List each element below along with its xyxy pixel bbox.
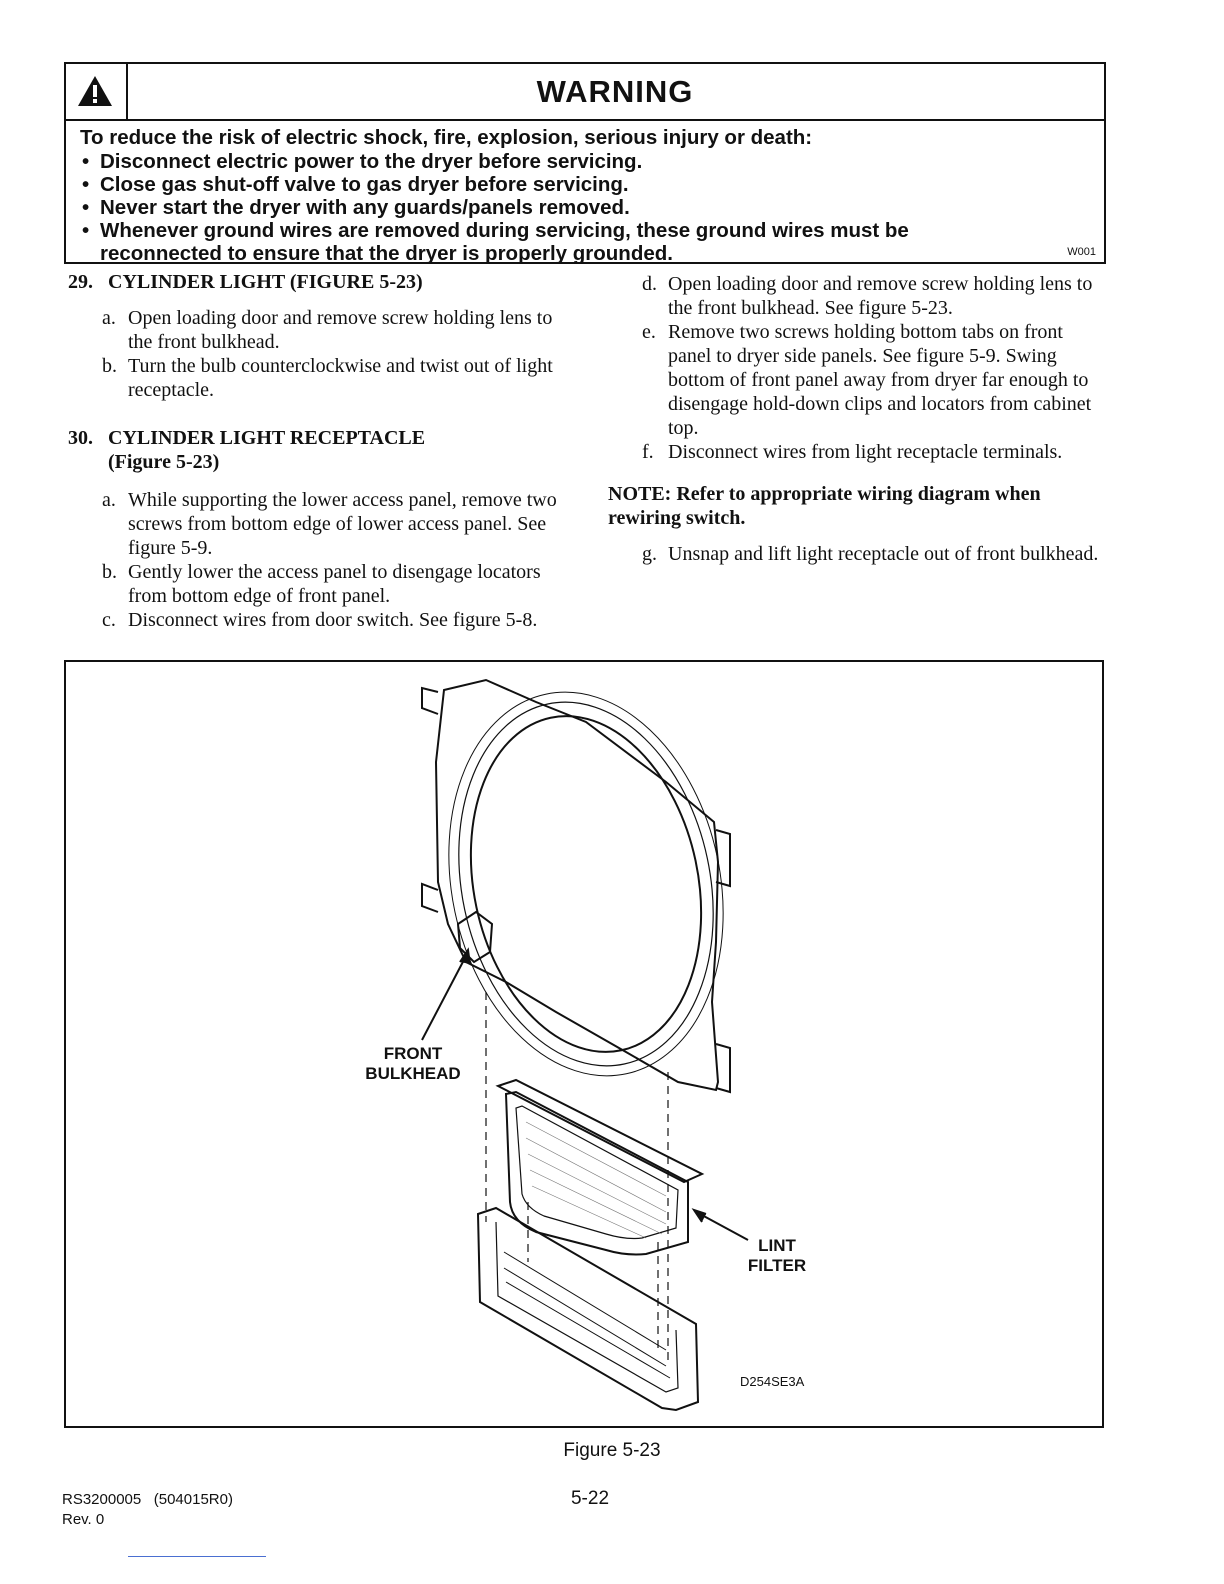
step-text: Disconnect wires from door switch. See f…: [128, 609, 538, 631]
warning-triangle-icon: [78, 76, 112, 106]
step-letter: a.: [102, 307, 116, 329]
right-column: d. Open loading door and remove screw hol…: [608, 272, 1108, 566]
revision: Rev. 0: [62, 1511, 105, 1528]
step-item: a. While supporting the lower access pane…: [68, 488, 568, 560]
section-title: CYLINDER LIGHT RECEPTACLE: [108, 427, 426, 449]
step-text: Gently lower the access panel to disenga…: [128, 561, 541, 607]
step-item: a. Open loading door and remove screw hol…: [68, 306, 568, 354]
section-30-steps-right: d. Open loading door and remove screw hol…: [608, 272, 1108, 464]
warning-item: Never start the dryer with any guards/pa…: [80, 196, 909, 219]
section-30-final-step: g. Unsnap and lift light receptacle out o…: [608, 542, 1108, 566]
lint-filter-label: LINT FILTER: [747, 1236, 807, 1275]
step-text: Remove two screws holding bottom tabs on…: [668, 321, 1092, 439]
step-item: d. Open loading door and remove screw hol…: [608, 272, 1108, 320]
front-bulkhead-label: FRONT BULKHEAD: [365, 1044, 461, 1083]
bulkhead-tab: [421, 686, 439, 715]
bulkhead-tab: [715, 829, 731, 888]
warning-item: Whenever ground wires are removed during…: [80, 219, 909, 265]
figure-caption: Figure 5-23: [563, 1440, 661, 1461]
page-number: 5-22: [570, 1488, 610, 1509]
footer-rule: [128, 1556, 266, 1557]
section-29-steps: a. Open loading door and remove screw hol…: [68, 306, 568, 402]
section-number: 30.: [68, 427, 93, 449]
bulkhead-opening: [469, 715, 703, 1053]
step-text: Unsnap and lift light receptacle out of …: [668, 543, 1099, 565]
step-letter: b.: [102, 355, 117, 377]
lower-access-panel: [476, 1206, 700, 1412]
step-letter: b.: [102, 561, 117, 583]
step-item: f. Disconnect wires from light receptacle…: [608, 440, 1108, 464]
step-letter: f.: [642, 441, 654, 463]
doc-number: RS3200005 (504015R0): [62, 1491, 233, 1508]
step-text: Open loading door and remove screw holdi…: [668, 273, 1093, 319]
step-item: b. Gently lower the access panel to disen…: [68, 560, 568, 608]
footer-doc-info: RS3200005 (504015R0) Rev. 0: [62, 1490, 233, 1530]
lint-leader: [699, 1213, 749, 1241]
warning-list: Disconnect electric power to the dryer b…: [80, 150, 909, 265]
warning-item: Close gas shut-off valve to gas dryer be…: [80, 173, 909, 196]
step-text: Open loading door and remove screw holdi…: [128, 307, 553, 353]
wiring-note: NOTE: Refer to appropriate wiring diagra…: [608, 483, 1041, 529]
bulkhead-frame: [434, 678, 720, 1092]
step-letter: e.: [642, 321, 656, 343]
left-column: 29. CYLINDER LIGHT (FIGURE 5-23) a. Open …: [68, 270, 568, 632]
warning-icon-cell: [66, 64, 128, 119]
warning-title: WARNING: [536, 74, 694, 109]
step-item: e. Remove two screws holding bottom tabs …: [608, 320, 1108, 440]
figure-box: FRONT BULKHEAD LINT FILTER D254SE3A: [64, 660, 1104, 1428]
step-letter: c.: [102, 609, 116, 631]
step-letter: d.: [642, 273, 657, 295]
warning-header: WARNING: [66, 64, 1104, 121]
section-title: CYLINDER LIGHT (FIGURE 5-23): [108, 271, 423, 293]
step-item: b. Turn the bulb counterclockwise and twi…: [68, 354, 568, 402]
warning-box: WARNING To reduce the risk of electric s…: [64, 62, 1106, 265]
bulkhead-tab: [421, 882, 439, 913]
step-text: While supporting the lower access panel,…: [128, 489, 557, 559]
section-subtitle: (Figure 5-23): [108, 451, 220, 473]
step-text: Turn the bulb counterclockwise and twist…: [128, 355, 553, 401]
step-item: g. Unsnap and lift light receptacle out o…: [608, 542, 1108, 566]
warning-intro: To reduce the risk of electric shock, fi…: [80, 126, 813, 149]
bulkhead-tab: [715, 1043, 731, 1094]
section-number: 29.: [68, 271, 93, 293]
drawing-code: D254SE3A: [740, 1374, 805, 1389]
section-29-heading: 29. CYLINDER LIGHT (FIGURE 5-23): [68, 270, 568, 294]
exploded-view-drawing: [421, 678, 749, 1412]
warning-code: W001: [1067, 246, 1096, 258]
step-item: c. Disconnect wires from door switch. See…: [68, 608, 568, 632]
step-letter: a.: [102, 489, 116, 511]
step-letter: g.: [642, 543, 657, 565]
light-housing: [456, 910, 494, 964]
warning-item: Disconnect electric power to the dryer b…: [80, 150, 909, 173]
lint-filter-body: [504, 1090, 689, 1256]
section-30-heading: 30. CYLINDER LIGHT RECEPTACLE (Figure 5-…: [68, 426, 568, 474]
step-text: Disconnect wires from light receptacle t…: [668, 441, 1063, 463]
section-30-steps-left: a. While supporting the lower access pane…: [68, 488, 568, 632]
lint-filter-top: [495, 1078, 705, 1184]
bulkhead-leader: [421, 955, 467, 1041]
